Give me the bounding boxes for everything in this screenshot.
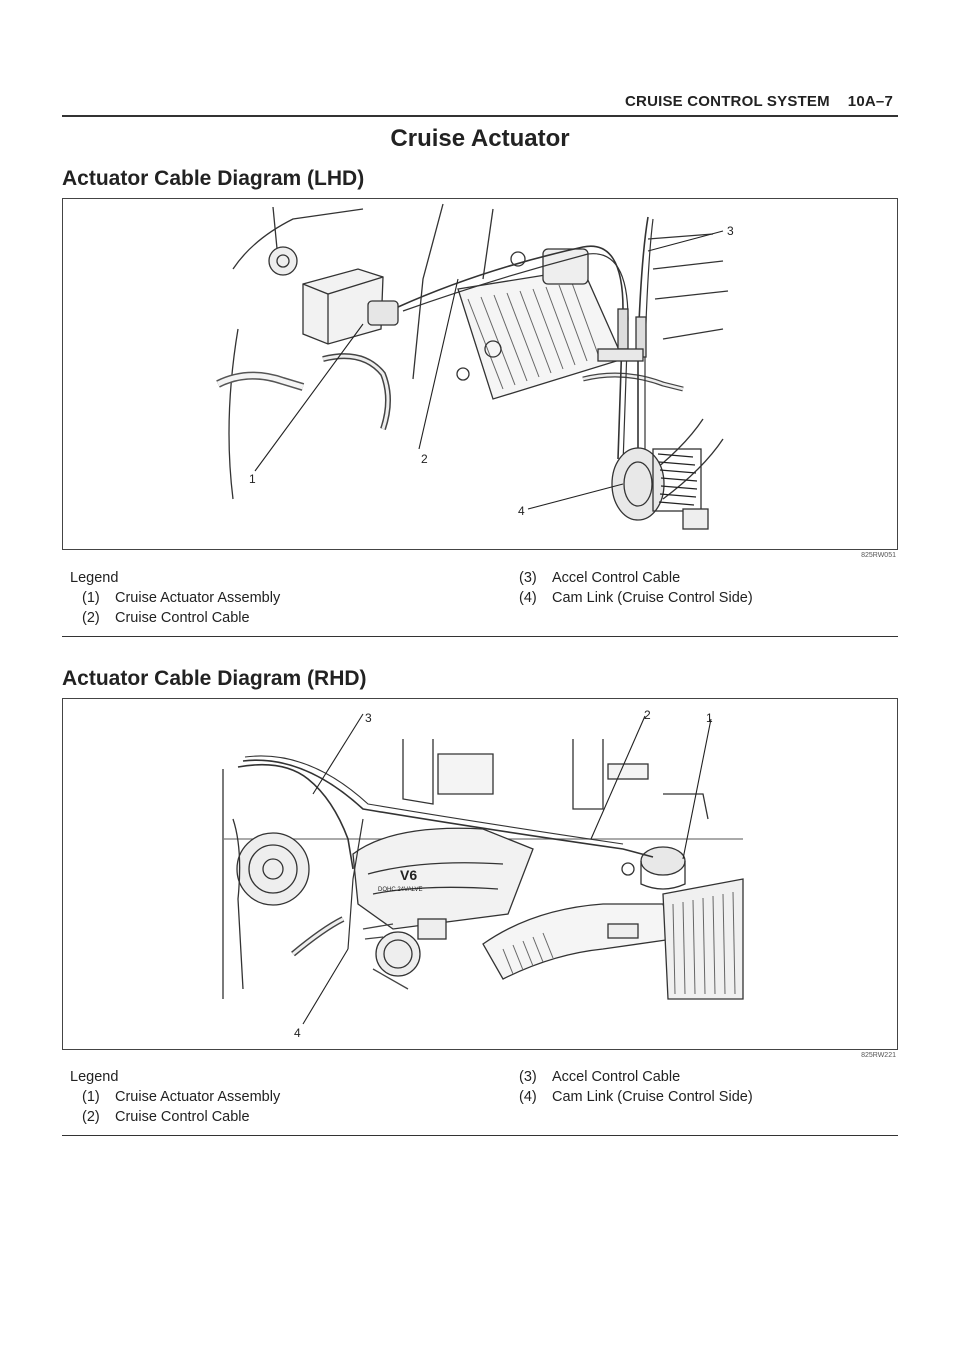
leader-line-3: [647, 230, 724, 252]
section-divider: [62, 1135, 898, 1136]
engine-badge-sub: DOHC 24VALVE: [378, 887, 422, 893]
figure-code-lhd: 825RW051: [861, 552, 896, 559]
legend-item: (3)Accel Control Cable: [519, 570, 681, 586]
legend-item: (3)Accel Control Cable: [519, 1069, 681, 1085]
page-title: Cruise Actuator: [390, 125, 570, 152]
section-heading-lhd: Actuator Cable Diagram (LHD): [62, 167, 365, 190]
figure-rhd: V6 DOHC 24VALVE 3 2 1 4: [62, 698, 898, 1050]
callout-2: 2: [421, 452, 428, 466]
legend-item: (4)Cam Link (Cruise Control Side): [519, 590, 753, 606]
callout-2: 2: [644, 708, 651, 722]
legend-rhd-right: (3)Accel Control Cable (4)Cam Link (Crui…: [519, 1067, 753, 1107]
callout-1: 1: [706, 711, 713, 725]
page-header: CRUISE CONTROL SYSTEM 10A–7: [500, 93, 893, 110]
leader-line-1: [254, 323, 364, 472]
section-title: CRUISE CONTROL SYSTEM: [625, 93, 830, 110]
leader-line-4: [527, 483, 624, 510]
callout-3: 3: [365, 711, 372, 725]
leader-line-3: [312, 713, 364, 795]
legend-item: (1)Cruise Actuator Assembly: [82, 1089, 281, 1105]
figure-lhd: 1 2 3 4: [62, 198, 898, 550]
legend-item: (2)Cruise Control Cable: [82, 610, 250, 626]
section-heading-rhd: Actuator Cable Diagram (RHD): [62, 667, 367, 690]
rhd-engine-illustration: V6 DOHC 24VALVE 3 2 1 4: [222, 708, 744, 1040]
legend-item: (4)Cam Link (Cruise Control Side): [519, 1089, 753, 1105]
legend-lhd-left: Legend (1)Cruise Actuator Assembly (2)Cr…: [70, 568, 280, 628]
lhd-engine-illustration: 1 2 3 4: [216, 203, 734, 530]
section-divider: [62, 636, 898, 637]
callout-4: 4: [518, 504, 525, 518]
callout-1: 1: [249, 472, 256, 486]
callout-3: 3: [727, 224, 734, 238]
leader-line-2: [418, 278, 459, 450]
figure-code-rhd: 825RW221: [861, 1052, 896, 1059]
page-number: 10A–7: [847, 93, 893, 110]
engine-badge: V6: [400, 867, 417, 883]
legend-rhd-left: Legend (1)Cruise Actuator Assembly (2)Cr…: [70, 1067, 280, 1127]
callout-4: 4: [294, 1026, 301, 1040]
leader-line-4: [302, 948, 349, 1025]
legend-item: (2)Cruise Control Cable: [82, 1109, 250, 1125]
header-rule: [62, 115, 898, 117]
legend-item: (1)Cruise Actuator Assembly: [82, 590, 281, 606]
legend-label: Legend: [70, 1069, 119, 1085]
leader-line-1: [682, 718, 712, 860]
legend-label: Legend: [70, 570, 119, 586]
legend-lhd-right: (3)Accel Control Cable (4)Cam Link (Crui…: [519, 568, 753, 608]
leader-line-2: [590, 715, 646, 840]
